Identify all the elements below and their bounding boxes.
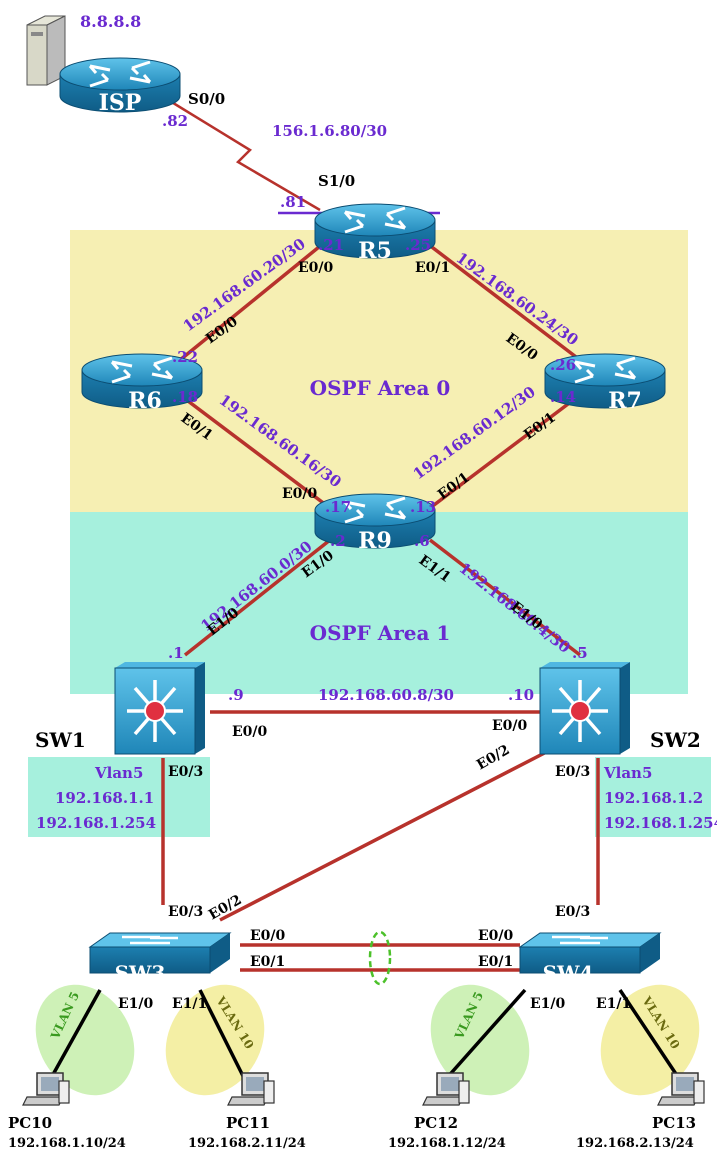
sw2-e00-ip: .10 bbox=[508, 686, 534, 704]
r7-e00-ip: .26 bbox=[550, 356, 576, 374]
sw1-label: SW1 bbox=[35, 728, 86, 752]
r9-e00-ip: .17 bbox=[325, 498, 351, 516]
sw3-e01-intf: E0/1 bbox=[250, 954, 285, 970]
sw3-e03-intf: E0/3 bbox=[168, 904, 203, 920]
r5-e01-intf: E0/1 bbox=[415, 260, 450, 276]
sw4-e00-intf: E0/0 bbox=[478, 928, 514, 944]
r5-s1-ip: .81 bbox=[280, 193, 306, 211]
r5-e00-ip: .21 bbox=[318, 236, 344, 254]
sw4-e10-intf: E1/0 bbox=[530, 996, 566, 1012]
sw2-vlan-ip1: 192.168.1.2 bbox=[604, 789, 703, 807]
r7-label: R7 bbox=[608, 388, 642, 414]
link-sw3-pc11 bbox=[198, 989, 247, 1081]
sw4-e11-intf: E1/1 bbox=[596, 996, 631, 1012]
server-ip: 8.8.8.8 bbox=[80, 12, 141, 31]
vlan10-bubble-sw4 bbox=[600, 984, 700, 1096]
link-r9-sw2 bbox=[428, 538, 582, 657]
pc12-icon[interactable] bbox=[422, 1072, 470, 1106]
isp-label: ISP bbox=[99, 90, 142, 116]
etherchannel-marker bbox=[368, 930, 392, 986]
sw2-e10-ip: .5 bbox=[572, 644, 588, 662]
pc10-icon[interactable] bbox=[22, 1072, 70, 1106]
net-sw1-sw2: 192.168.60.8/30 bbox=[318, 686, 454, 704]
sw1-e00-ip: .9 bbox=[228, 686, 244, 704]
r5-e00-intf: E0/0 bbox=[298, 260, 334, 276]
sw3-e10-intf: E1/0 bbox=[118, 996, 154, 1012]
link-r6-r9 bbox=[178, 393, 332, 510]
sw2-e00-intf: E0/0 bbox=[492, 718, 528, 734]
sw1-switch[interactable] bbox=[113, 660, 207, 756]
r5-s1-intf: S1/0 bbox=[318, 172, 355, 190]
sw1-vlan-box bbox=[28, 757, 210, 837]
sw2-vlan-ip2: 192.168.1.254 bbox=[604, 814, 717, 832]
link-sw3-pc10 bbox=[48, 989, 102, 1081]
sw2-vlan-box bbox=[595, 757, 711, 837]
r9-e01-ip: .13 bbox=[410, 498, 436, 516]
r9-e00-intf: E0/0 bbox=[282, 486, 318, 502]
pc13-name: PC13 bbox=[652, 1114, 696, 1132]
sw1-vlan-ip2: 192.168.1.254 bbox=[36, 814, 156, 832]
pc10-name: PC10 bbox=[8, 1114, 52, 1132]
sw2-label: SW2 bbox=[650, 728, 701, 752]
server-icon[interactable] bbox=[26, 15, 66, 86]
link-r9-sw1 bbox=[183, 538, 332, 657]
pc11-name: PC11 bbox=[226, 1114, 270, 1132]
sw1-e00-intf: E0/0 bbox=[232, 724, 268, 740]
sw3-label: SW3 bbox=[115, 961, 166, 985]
r9-e10-ip: .2 bbox=[330, 532, 346, 550]
r5-e01-ip: .25 bbox=[405, 236, 431, 254]
sw3-e11-intf: E1/1 bbox=[172, 996, 207, 1012]
link-r7-r9 bbox=[428, 393, 582, 510]
isp-intf: S0/0 bbox=[188, 90, 225, 108]
sw1-e10-ip: .1 bbox=[168, 644, 184, 662]
sw3-e00-intf: E0/0 bbox=[250, 928, 286, 944]
pc12-ip: 192.168.1.12/24 bbox=[388, 1136, 506, 1151]
sw4-e03-intf: E0/3 bbox=[555, 904, 590, 920]
r9-e11-ip: .6 bbox=[414, 532, 430, 550]
link-isp-r5 bbox=[164, 96, 321, 212]
vlan5-bubble-sw3 bbox=[35, 984, 135, 1096]
r6-label: R6 bbox=[128, 388, 162, 414]
area1-label: OSPF Area 1 bbox=[310, 621, 451, 645]
pc13-ip: 192.168.2.13/24 bbox=[576, 1136, 694, 1151]
r6-e00-ip: .22 bbox=[172, 348, 198, 366]
sw2-e03-intf: E0/3 bbox=[555, 764, 590, 780]
pc10-ip: 192.168.1.10/24 bbox=[8, 1136, 126, 1151]
r6-e01-ip: .18 bbox=[172, 388, 198, 406]
sw1-vlan-ip1: 192.168.1.1 bbox=[55, 789, 154, 807]
link-sw4-pc12 bbox=[443, 988, 527, 1082]
sw2-e02-intf: E0/2 bbox=[474, 742, 513, 773]
isp-link-net: 156.1.6.80/30 bbox=[272, 122, 387, 140]
pc12-name: PC12 bbox=[414, 1114, 458, 1132]
sw2-vlan: Vlan5 bbox=[603, 764, 652, 782]
r9-label: R9 bbox=[358, 528, 392, 554]
link-r5-r7 bbox=[418, 236, 582, 362]
sw1-e03-intf: E0/3 bbox=[168, 764, 203, 780]
isp-ip: .82 bbox=[162, 112, 188, 130]
pc11-ip: 192.168.2.11/24 bbox=[188, 1136, 306, 1151]
r5-label: R5 bbox=[358, 238, 392, 264]
link-sw2-sw3 bbox=[219, 743, 561, 922]
link-sw4-pc13 bbox=[618, 989, 682, 1081]
sw2-switch[interactable] bbox=[538, 660, 632, 756]
sw4-e01-intf: E0/1 bbox=[478, 954, 513, 970]
link-r5-r6 bbox=[178, 236, 332, 362]
sw1-vlan: Vlan5 bbox=[94, 764, 143, 782]
r7-e01-ip: .14 bbox=[550, 388, 576, 406]
sw4-label: SW4 bbox=[543, 961, 594, 985]
area0-label: OSPF Area 0 bbox=[310, 376, 451, 400]
